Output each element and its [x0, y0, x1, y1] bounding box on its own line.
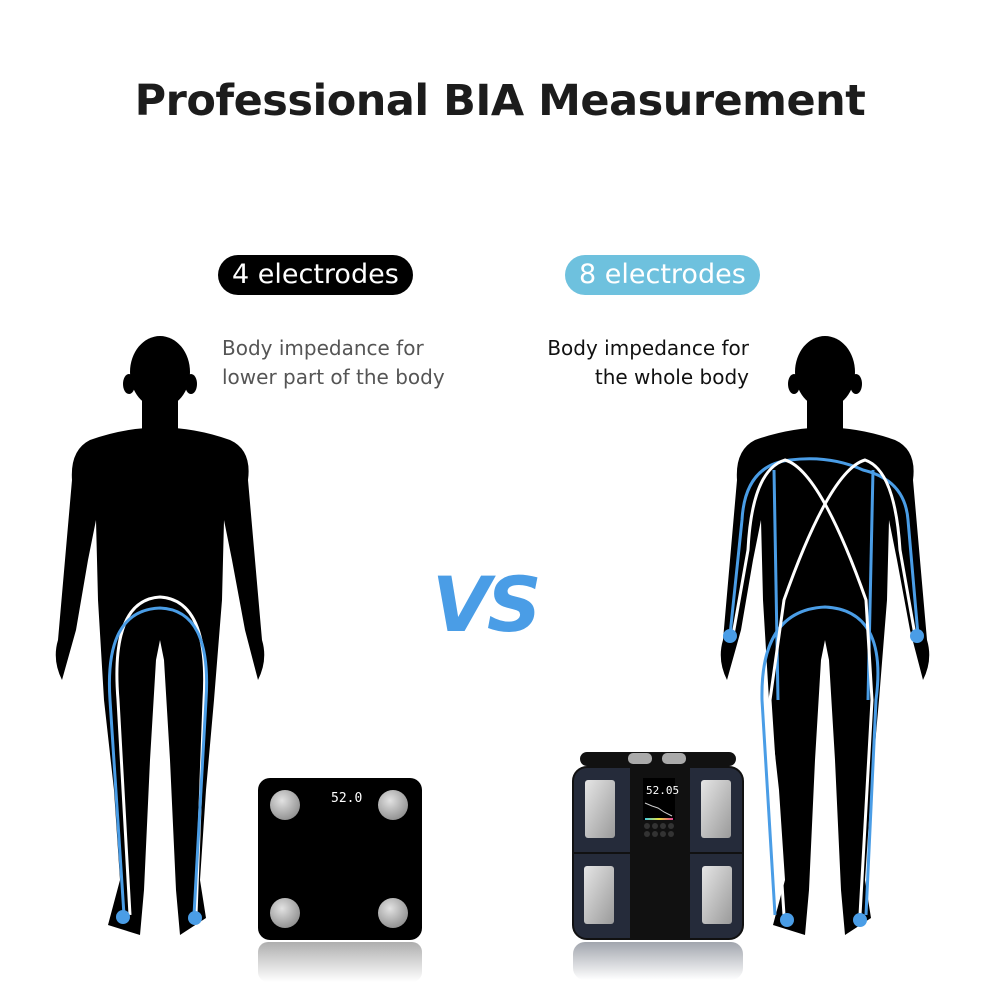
description-right-line1: Body impedance for: [547, 336, 749, 360]
electrode-left-hand: [723, 629, 737, 643]
description-right-line2: the whole body: [594, 365, 749, 389]
scale-display-value: 52.0: [331, 791, 362, 806]
badge-8-electrodes: 8 electrodes: [565, 255, 760, 295]
description-right: Body impedance for the whole body: [547, 334, 749, 392]
electrode-right-foot: [188, 911, 202, 925]
scale-display-value: 52.05: [646, 784, 679, 797]
description-left-line2: lower part of the body: [222, 365, 445, 389]
description-left-line1: Body impedance for: [222, 336, 424, 360]
description-left: Body impedance for lower part of the bod…: [222, 334, 445, 392]
page-title: Professional BIA Measurement: [134, 76, 866, 126]
electrode-left-foot: [780, 913, 794, 927]
badge-4-electrodes: 4 electrodes: [218, 255, 413, 295]
vs-label: VS: [432, 560, 542, 649]
handle-bar: [580, 752, 736, 766]
electrode-right-hand: [910, 629, 924, 643]
electrode-left-foot: [116, 910, 130, 924]
electrode-right-foot: [853, 913, 867, 927]
